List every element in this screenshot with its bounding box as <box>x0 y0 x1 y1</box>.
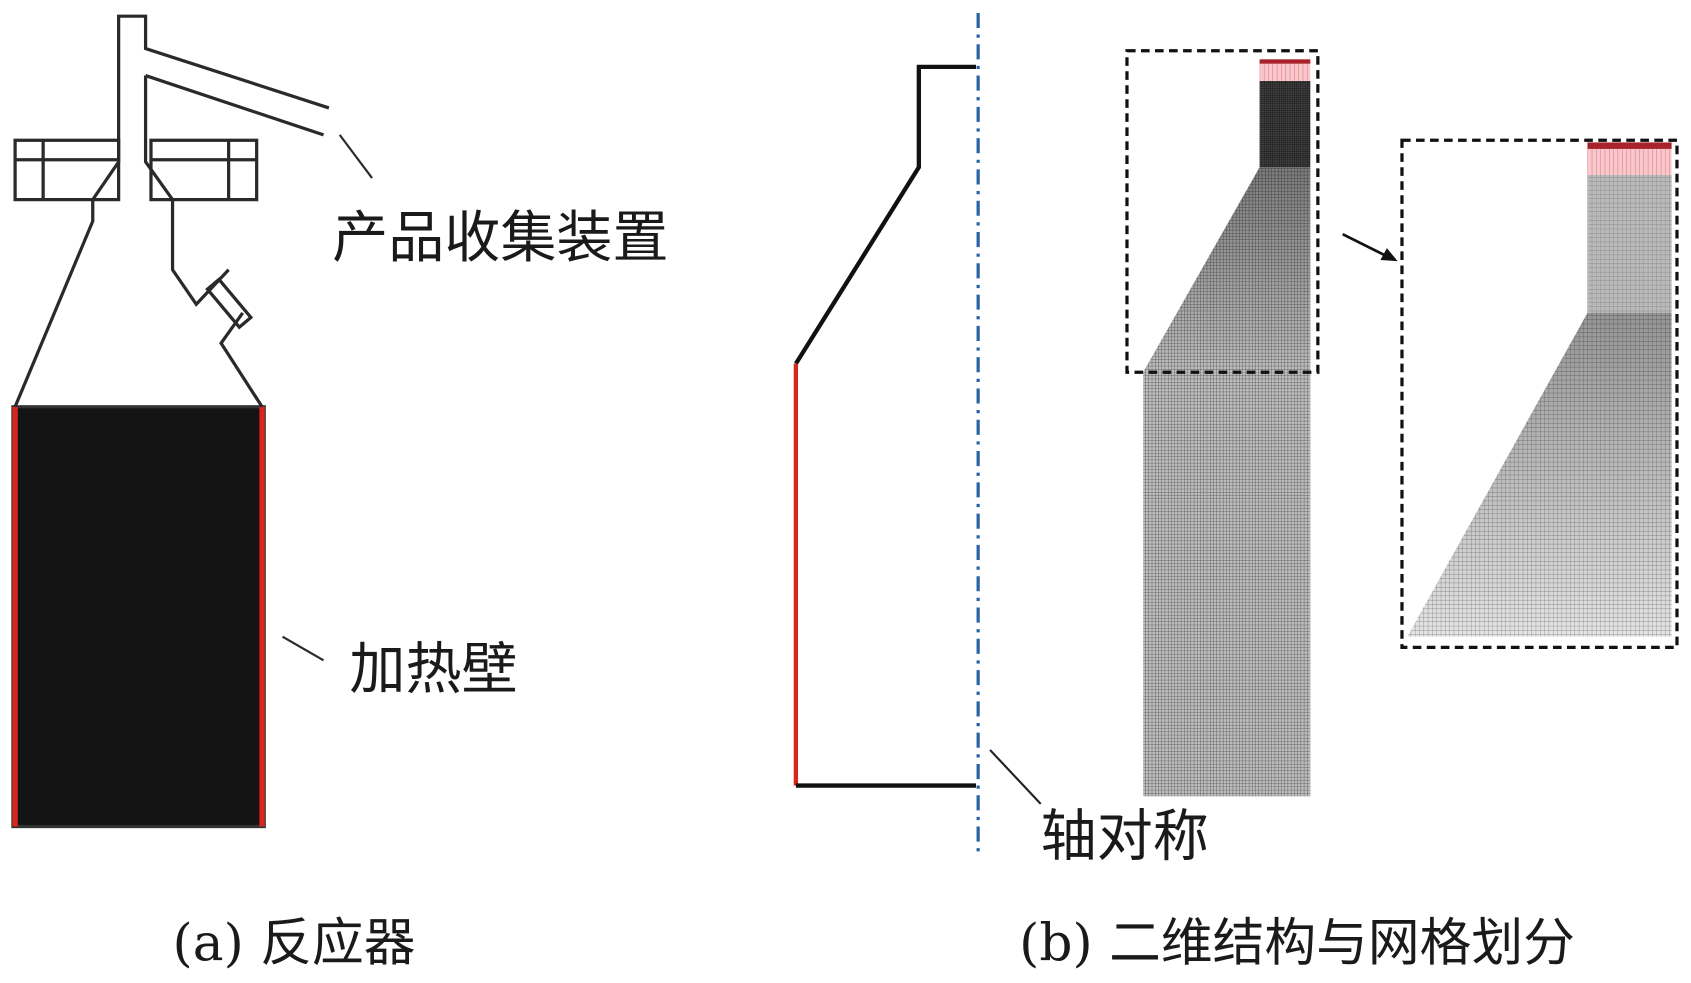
mesh-lower <box>1143 372 1311 797</box>
outer-wall <box>794 64 976 365</box>
reactor-drawing <box>11 14 373 829</box>
flange-left <box>13 138 121 202</box>
axis-pointer <box>989 749 1042 805</box>
wall-pointer <box>282 635 325 662</box>
reactor-body <box>11 405 266 829</box>
caption-b: (b) 二维结构与网格划分 <box>1019 913 1575 973</box>
zoom-mesh-neck <box>1587 174 1672 313</box>
zoom-mesh-neck-shade <box>1587 174 1672 313</box>
side-port <box>205 277 254 330</box>
zoom-arrow <box>1342 232 1387 257</box>
zoom-mesh-cone-shade <box>1407 312 1672 637</box>
mesh <box>1125 49 1679 797</box>
mesh-neck <box>1259 80 1311 168</box>
zoom-region-box <box>1125 49 1320 374</box>
mesh-outlet <box>1259 59 1311 81</box>
geometry-2d <box>793 12 1042 855</box>
flask-left-outline <box>13 14 330 408</box>
zoom-detail-box <box>1400 138 1679 650</box>
caption-a: (a) 反应器 <box>173 913 416 973</box>
axisymmetric-label: 轴对称 <box>1041 805 1209 870</box>
outlet-tube <box>145 73 325 137</box>
mesh-cone-shade <box>1143 167 1311 373</box>
flange-right <box>149 138 259 202</box>
collector-pointer <box>338 134 373 179</box>
flange-left-lines <box>15 140 119 200</box>
mesh-outlet-edge <box>1259 59 1311 64</box>
product-collector-label: 产品收集装置 <box>332 206 668 271</box>
zoom-mesh-outlet-edge <box>1587 142 1672 149</box>
flange-right-lines <box>150 140 257 200</box>
heating-wall-label: 加热壁 <box>349 637 517 702</box>
arrow-head-icon <box>1380 248 1398 262</box>
flask-right-upper <box>143 75 230 307</box>
